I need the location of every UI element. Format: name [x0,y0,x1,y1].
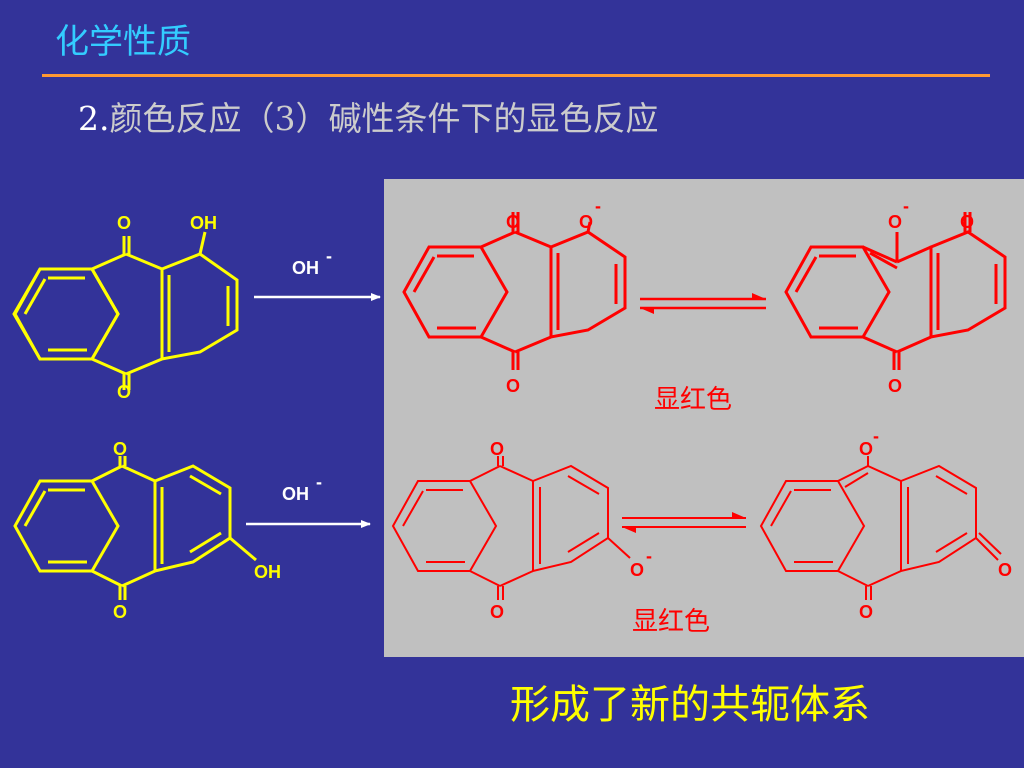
product-1a-oxygen-top: O [506,212,520,232]
reactant-1-oxygen-bottom: O [117,382,131,402]
conclusion-text: 形成了新的共轭体系 [510,682,870,728]
product-1a-charge: - [595,196,601,216]
product-1b-oxygen-anion: O [888,212,902,232]
reagent-label-1: OH [292,258,319,278]
product-1b-structure [784,212,1007,370]
product-1b-charge: - [903,196,909,216]
product-1b-oxygen-bottom: O [888,376,902,396]
product-2b-oxygen-anion: O [859,439,873,459]
product-1a-oxygen-bottom: O [506,376,520,396]
reactant-1-oxygen-top: O [117,213,131,233]
product-2a-oxygen-top: O [490,439,504,459]
reactant-2-oxygen-top: O [113,439,127,459]
reactant-2-structure [13,456,257,600]
title-divider [42,74,990,77]
product-2b-charge: - [873,426,879,446]
product-2a-structure [391,456,631,600]
product-1b-oxygen-carbonyl: O [960,212,974,232]
section-title: 颜色反应（3）碱性条件下的显色反应 [109,99,659,138]
equilibrium-arrows-1 [640,293,766,314]
product-2a-oxygen-bottom: O [490,602,504,622]
reactant-1-hydroxyl: OH [190,213,217,233]
reactant-2-oxygen-bottom: O [113,602,127,622]
product-1a-structure [402,212,627,370]
section-heading: 2.颜色反应（3）碱性条件下的显色反应 [78,92,659,140]
slide-title: 化学性质 [55,22,191,62]
product-2b-structure [759,456,1002,600]
product-2a-charge: - [646,546,652,566]
section-number: 2. [78,99,110,138]
equilibrium-arrows-2 [622,512,746,533]
color-result-label-2: 显红色 [632,607,710,637]
product-2b-oxygen-bottom: O [859,602,873,622]
product-panel [384,179,1024,657]
reactant-2-hydroxyl: OH [254,562,281,582]
reagent-label-2: OH [282,484,309,504]
reagent-charge-1: - [326,246,332,266]
reagent-charge-2: - [316,472,322,492]
product-2a-oxygen-anion: O [630,560,644,580]
product-2b-oxygen-carbonyl: O [998,560,1012,580]
color-result-label-1: 显红色 [654,385,732,415]
product-1a-oxygen-anion: O [579,212,593,232]
reactant-1-structure [12,231,239,390]
